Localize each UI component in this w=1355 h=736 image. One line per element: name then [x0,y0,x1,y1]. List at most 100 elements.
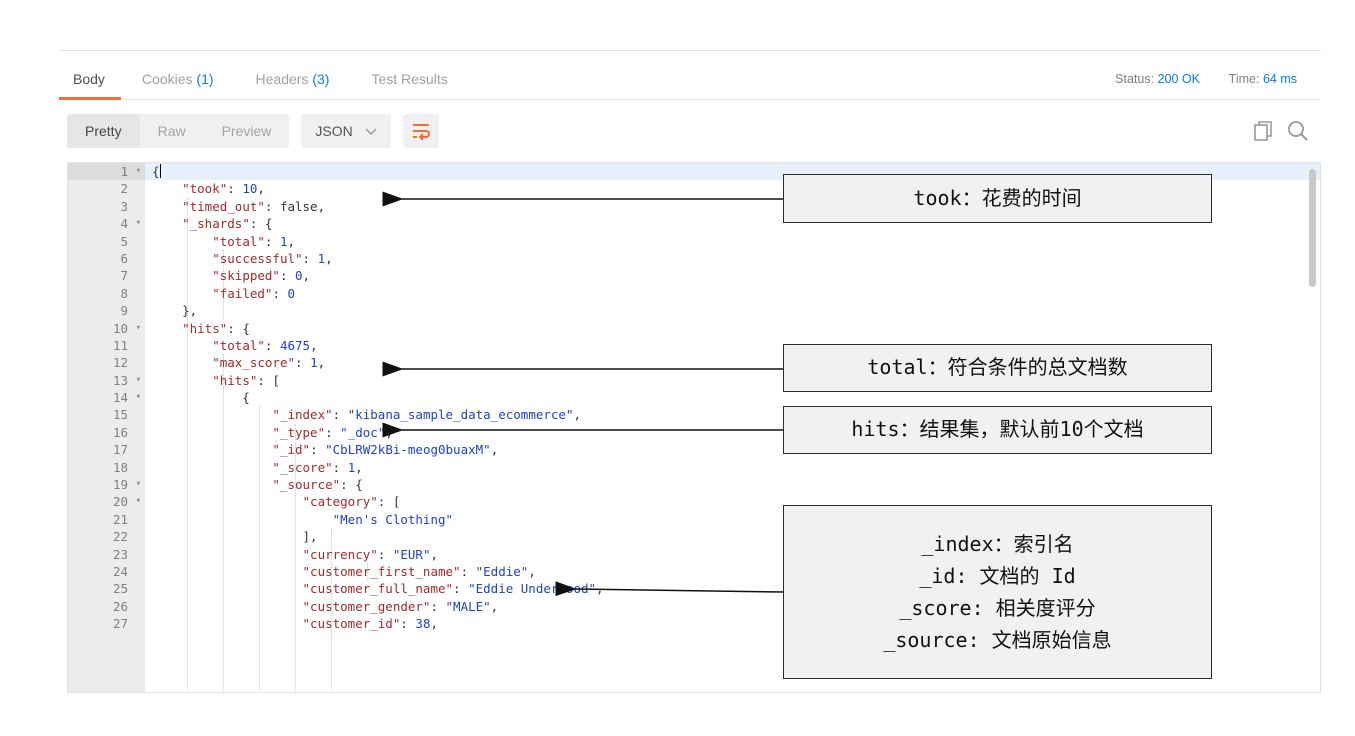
line-number: 13▾ [112,372,141,388]
fold-toggle-icon[interactable]: ▾ [135,218,141,229]
code-text: "_type": "_doc", [272,424,393,440]
copy-icon[interactable] [1253,120,1275,142]
line-number: 9 [120,303,128,319]
fold-toggle-icon[interactable]: ▾ [135,479,141,490]
annotation-score-text: _score: 相关度评分 [899,596,1096,620]
code-line: 22 ], [68,528,1320,545]
annotation-total-text: total：符合条件的总文档数 [867,355,1128,379]
code-text: }, [152,303,198,319]
response-body-editor[interactable]: 1▾{2 "took": 10,3 "timed_out": false,4▾ … [67,162,1321,693]
response-panel: Body Cookies (1) Headers (3) Test Result… [59,50,1321,693]
fold-toggle-icon[interactable]: ▾ [135,166,141,176]
line-number: 25 [112,581,128,597]
tab-cookies-label: Cookies [141,70,193,87]
code-line: 9 }, [68,302,1320,319]
indent-guide [367,563,368,581]
tab-test-results[interactable]: Test Results [350,51,468,100]
fold-toggle-icon[interactable]: ▾ [135,322,141,333]
line-number: 2 [120,181,128,197]
code-text: "hits": [ [212,372,280,388]
code-text: "total": 1, [212,233,296,249]
pretty-button[interactable]: Pretty [67,114,140,148]
indent-guide [295,424,296,692]
wrap-lines-button[interactable] [402,114,439,148]
fold-toggle-icon[interactable]: ▾ [135,392,141,403]
code-text: "_index": "kibana_sample_data_ecommerce"… [272,407,582,423]
line-number: 27 [112,616,128,632]
code-text: "customer_gender": "MALE", [302,598,499,614]
code-line: 17 "_id": "CbLRW2kBi-meog0buaxM", [68,441,1320,458]
code-line: 12 "max_score": 1, [68,354,1320,371]
code-text: "timed_out": false, [182,198,326,214]
code-text: "took": 10, [182,181,265,197]
line-number: 11 [112,337,128,353]
annotation-doc-fields: _index：索引名 _id: 文档的 Id _score: 相关度评分 _so… [783,505,1212,679]
code-text: "category": [ [302,494,401,510]
preview-button[interactable]: Preview [221,123,272,139]
tab-body-label: Body [73,70,105,87]
tab-cookies[interactable]: Cookies (1) [121,51,235,100]
code-line: 13▾ "hits": [ [68,372,1320,389]
indent-guide [223,250,224,320]
code-text: "skipped": 0, [212,268,311,284]
code-text: "_score": 1, [272,459,363,475]
search-icon[interactable] [1287,120,1309,142]
raw-button[interactable]: Raw [157,123,186,139]
code-line: 5 "total": 1, [68,233,1320,250]
code-text: { [152,164,161,179]
line-number: 24 [112,563,128,579]
code-line: 20▾ "category": [ [68,493,1320,510]
tab-headers[interactable]: Headers (3) [235,51,351,100]
code-text: ], [152,529,318,545]
status-label: Status: [1115,72,1155,86]
fold-toggle-icon[interactable]: ▾ [135,374,141,385]
line-number: 14▾ [112,390,141,406]
format-select[interactable]: JSON [301,114,391,148]
annotation-took-text: took：花费的时间 [913,186,1082,210]
annotation-source-text: _source: 文档原始信息 [883,628,1112,652]
line-number: 19▾ [112,477,141,493]
tab-cookies-count: (1) [196,70,214,87]
tab-headers-count: (3) [312,70,330,87]
code-line: 4▾ "_shards": { [68,215,1320,232]
code-line: 19▾ "_source": { [68,476,1320,493]
code-text: "Men's Clothing" [332,511,454,527]
line-number: 12 [112,355,128,371]
editor-scrollbar[interactable] [1309,169,1316,287]
line-number: 16 [112,424,128,440]
status-value: 200 OK [1157,72,1200,86]
code-text: "failed": 0 [212,285,296,301]
response-status: Status: 200 OK Time: 64 ms [1115,51,1297,101]
line-number: 5 [120,233,128,249]
line-number: 4▾ [120,216,141,232]
line-number: 1▾ [68,163,145,181]
code-lines: 1▾{2 "took": 10,3 "timed_out": false,4▾ … [68,163,1320,633]
annotation-id-text: _id: 文档的 Id [919,564,1076,588]
code-line: 21 "Men's Clothing" [68,511,1320,528]
line-number: 10▾ [112,320,141,336]
code-line: 2 "took": 10, [68,180,1320,197]
fold-toggle-icon[interactable]: ▾ [135,496,141,507]
body-toolbar: Pretty Raw Preview JSON [67,114,439,148]
code-line: 14▾ { [68,389,1320,406]
code-line: 23 "currency": "EUR", [68,546,1320,563]
line-number: 8 [120,285,128,301]
chevron-down-icon [365,128,377,135]
code-line: 26 "customer_gender": "MALE", [68,598,1320,615]
code-text: "currency": "EUR", [302,546,439,562]
line-number: 22 [112,529,128,545]
annotation-index-text: _index：索引名 [921,532,1074,556]
code-line: 15 "_index": "kibana_sample_data_ecommer… [68,406,1320,423]
tab-headers-label: Headers [255,70,309,87]
annotation-took: took：花费的时间 [783,174,1212,223]
annotation-hits-text: hits：结果集，默认前10个文档 [851,417,1144,441]
line-number: 3 [120,198,128,214]
line-number: 7 [120,268,128,284]
code-line: 8 "failed": 0 [68,285,1320,302]
line-number: 15 [112,407,128,423]
code-line: 27 "customer_id": 38, [68,615,1320,632]
text-caret [159,164,161,178]
tab-body[interactable]: Body [59,51,121,100]
time-value: 64 ms [1262,72,1297,86]
indent-guide [331,528,332,692]
